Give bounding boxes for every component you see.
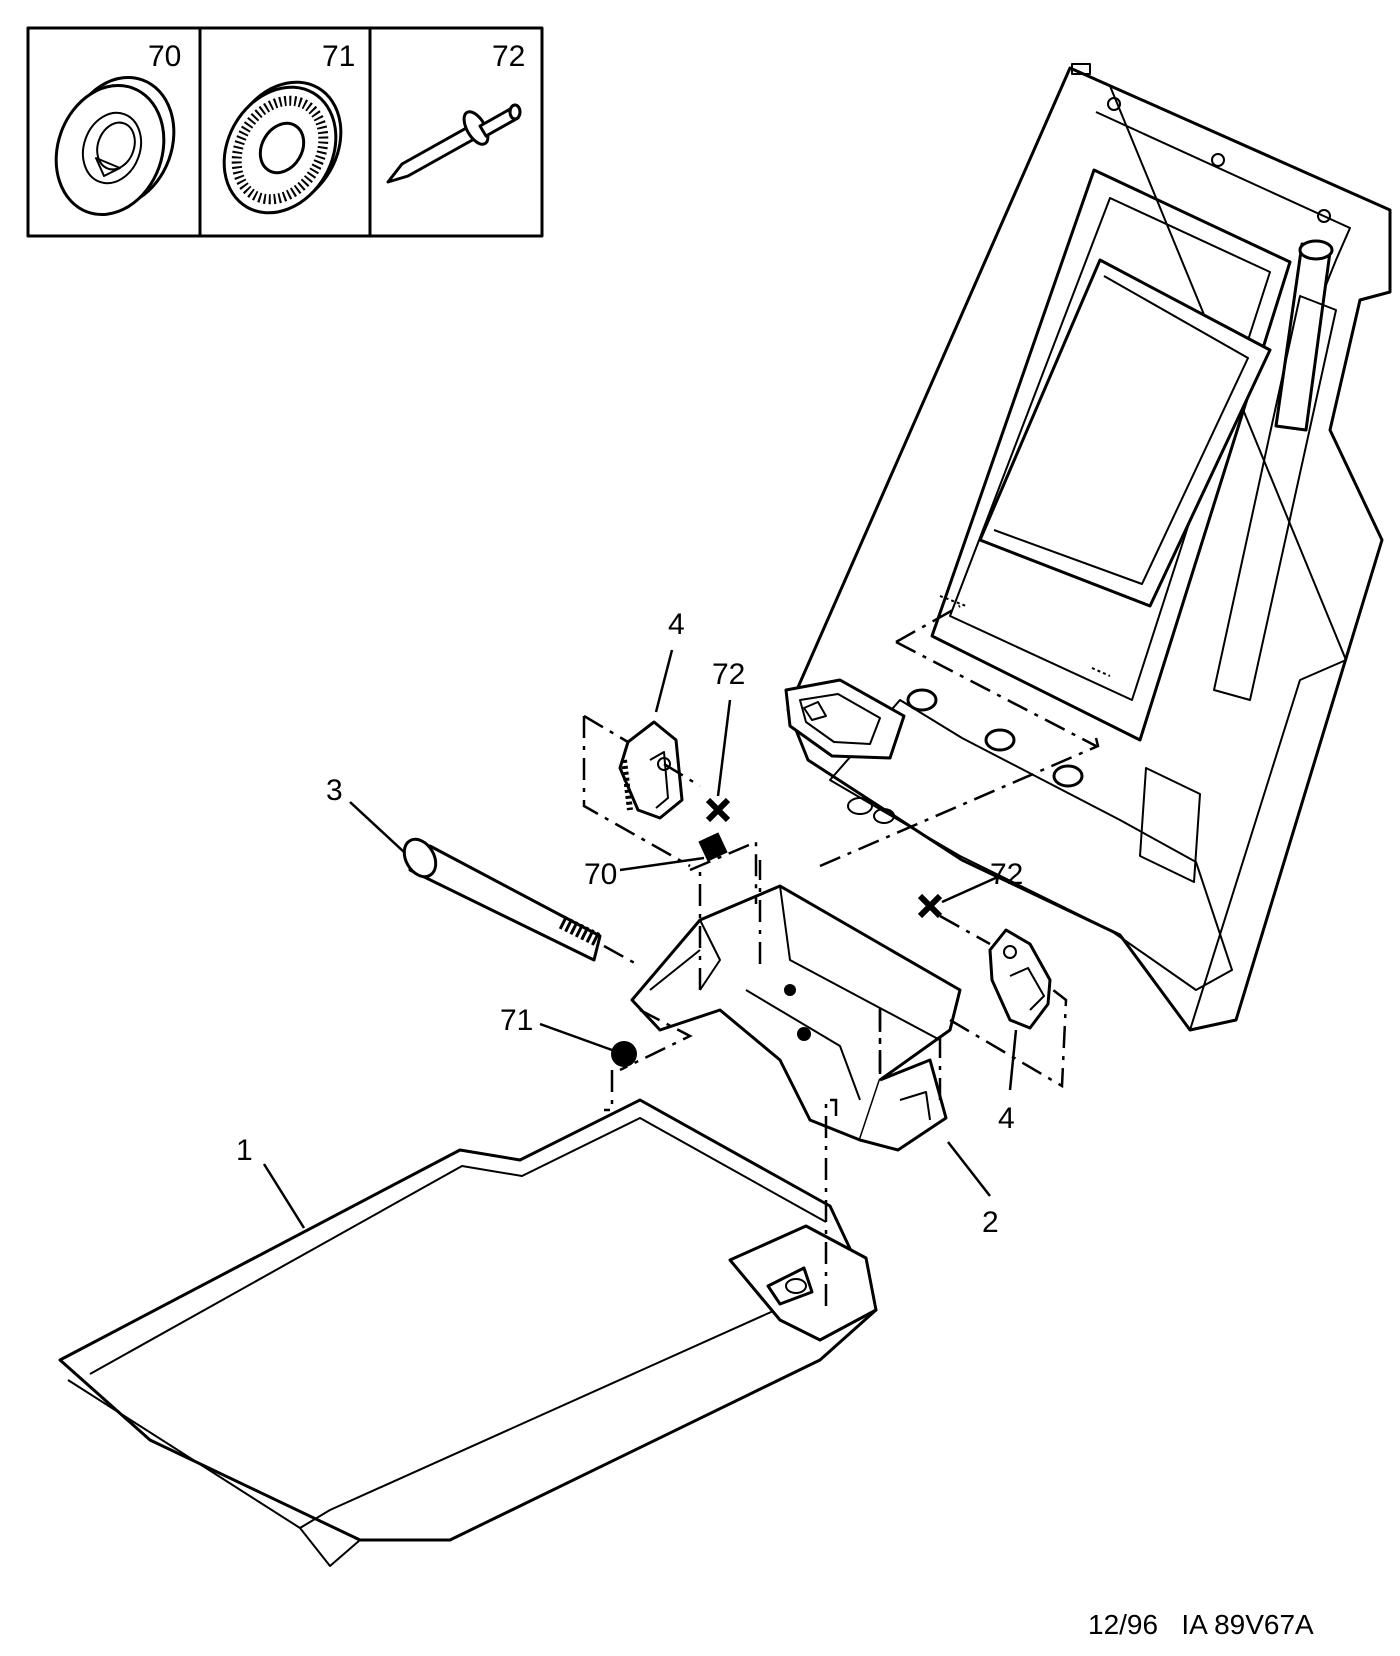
seat-back-frame bbox=[784, 63, 1392, 1032]
nut-icon bbox=[54, 75, 176, 217]
callout-3: 3 bbox=[326, 774, 343, 807]
legend-number-70: 70 bbox=[148, 40, 181, 73]
callout-70: 70 bbox=[584, 858, 617, 891]
legend-cell-70: 70 bbox=[54, 40, 181, 217]
drawing-reference: 12/96 IA 89V67A bbox=[1088, 1609, 1314, 1640]
seat-cushion bbox=[58, 1098, 878, 1567]
callout-1: 1 bbox=[236, 1134, 253, 1167]
hinge-cradle bbox=[630, 860, 962, 1152]
legend-cell-71: 71 bbox=[222, 40, 355, 215]
legend-number-71: 71 bbox=[322, 40, 355, 73]
marker-72-top bbox=[705, 797, 731, 823]
marker-71 bbox=[611, 1041, 637, 1067]
callout-71: 71 bbox=[500, 1004, 533, 1037]
assembly-lines bbox=[582, 604, 1100, 1306]
clip-right bbox=[988, 928, 1052, 1030]
callout-4-right: 4 bbox=[998, 1102, 1015, 1135]
pivot-bolt bbox=[402, 837, 641, 968]
washer-icon bbox=[222, 80, 343, 215]
callout-4-top: 4 bbox=[668, 608, 685, 641]
legend-cell-72: 72 bbox=[386, 40, 525, 184]
callout-72-top: 72 bbox=[712, 658, 745, 691]
legend-number-72: 72 bbox=[492, 40, 525, 73]
marker-72-right bbox=[917, 893, 943, 919]
marker-70 bbox=[698, 832, 728, 862]
leader-lines bbox=[262, 649, 1018, 1229]
clip-top bbox=[618, 720, 684, 820]
callout-2: 2 bbox=[982, 1206, 999, 1239]
rivet-icon bbox=[386, 103, 522, 184]
callout-labels: 1 2 3 4 4 70 71 72 72 bbox=[236, 608, 1023, 1239]
callout-72-right: 72 bbox=[990, 858, 1023, 891]
parts-legend: 70 71 72 bbox=[26, 26, 544, 238]
